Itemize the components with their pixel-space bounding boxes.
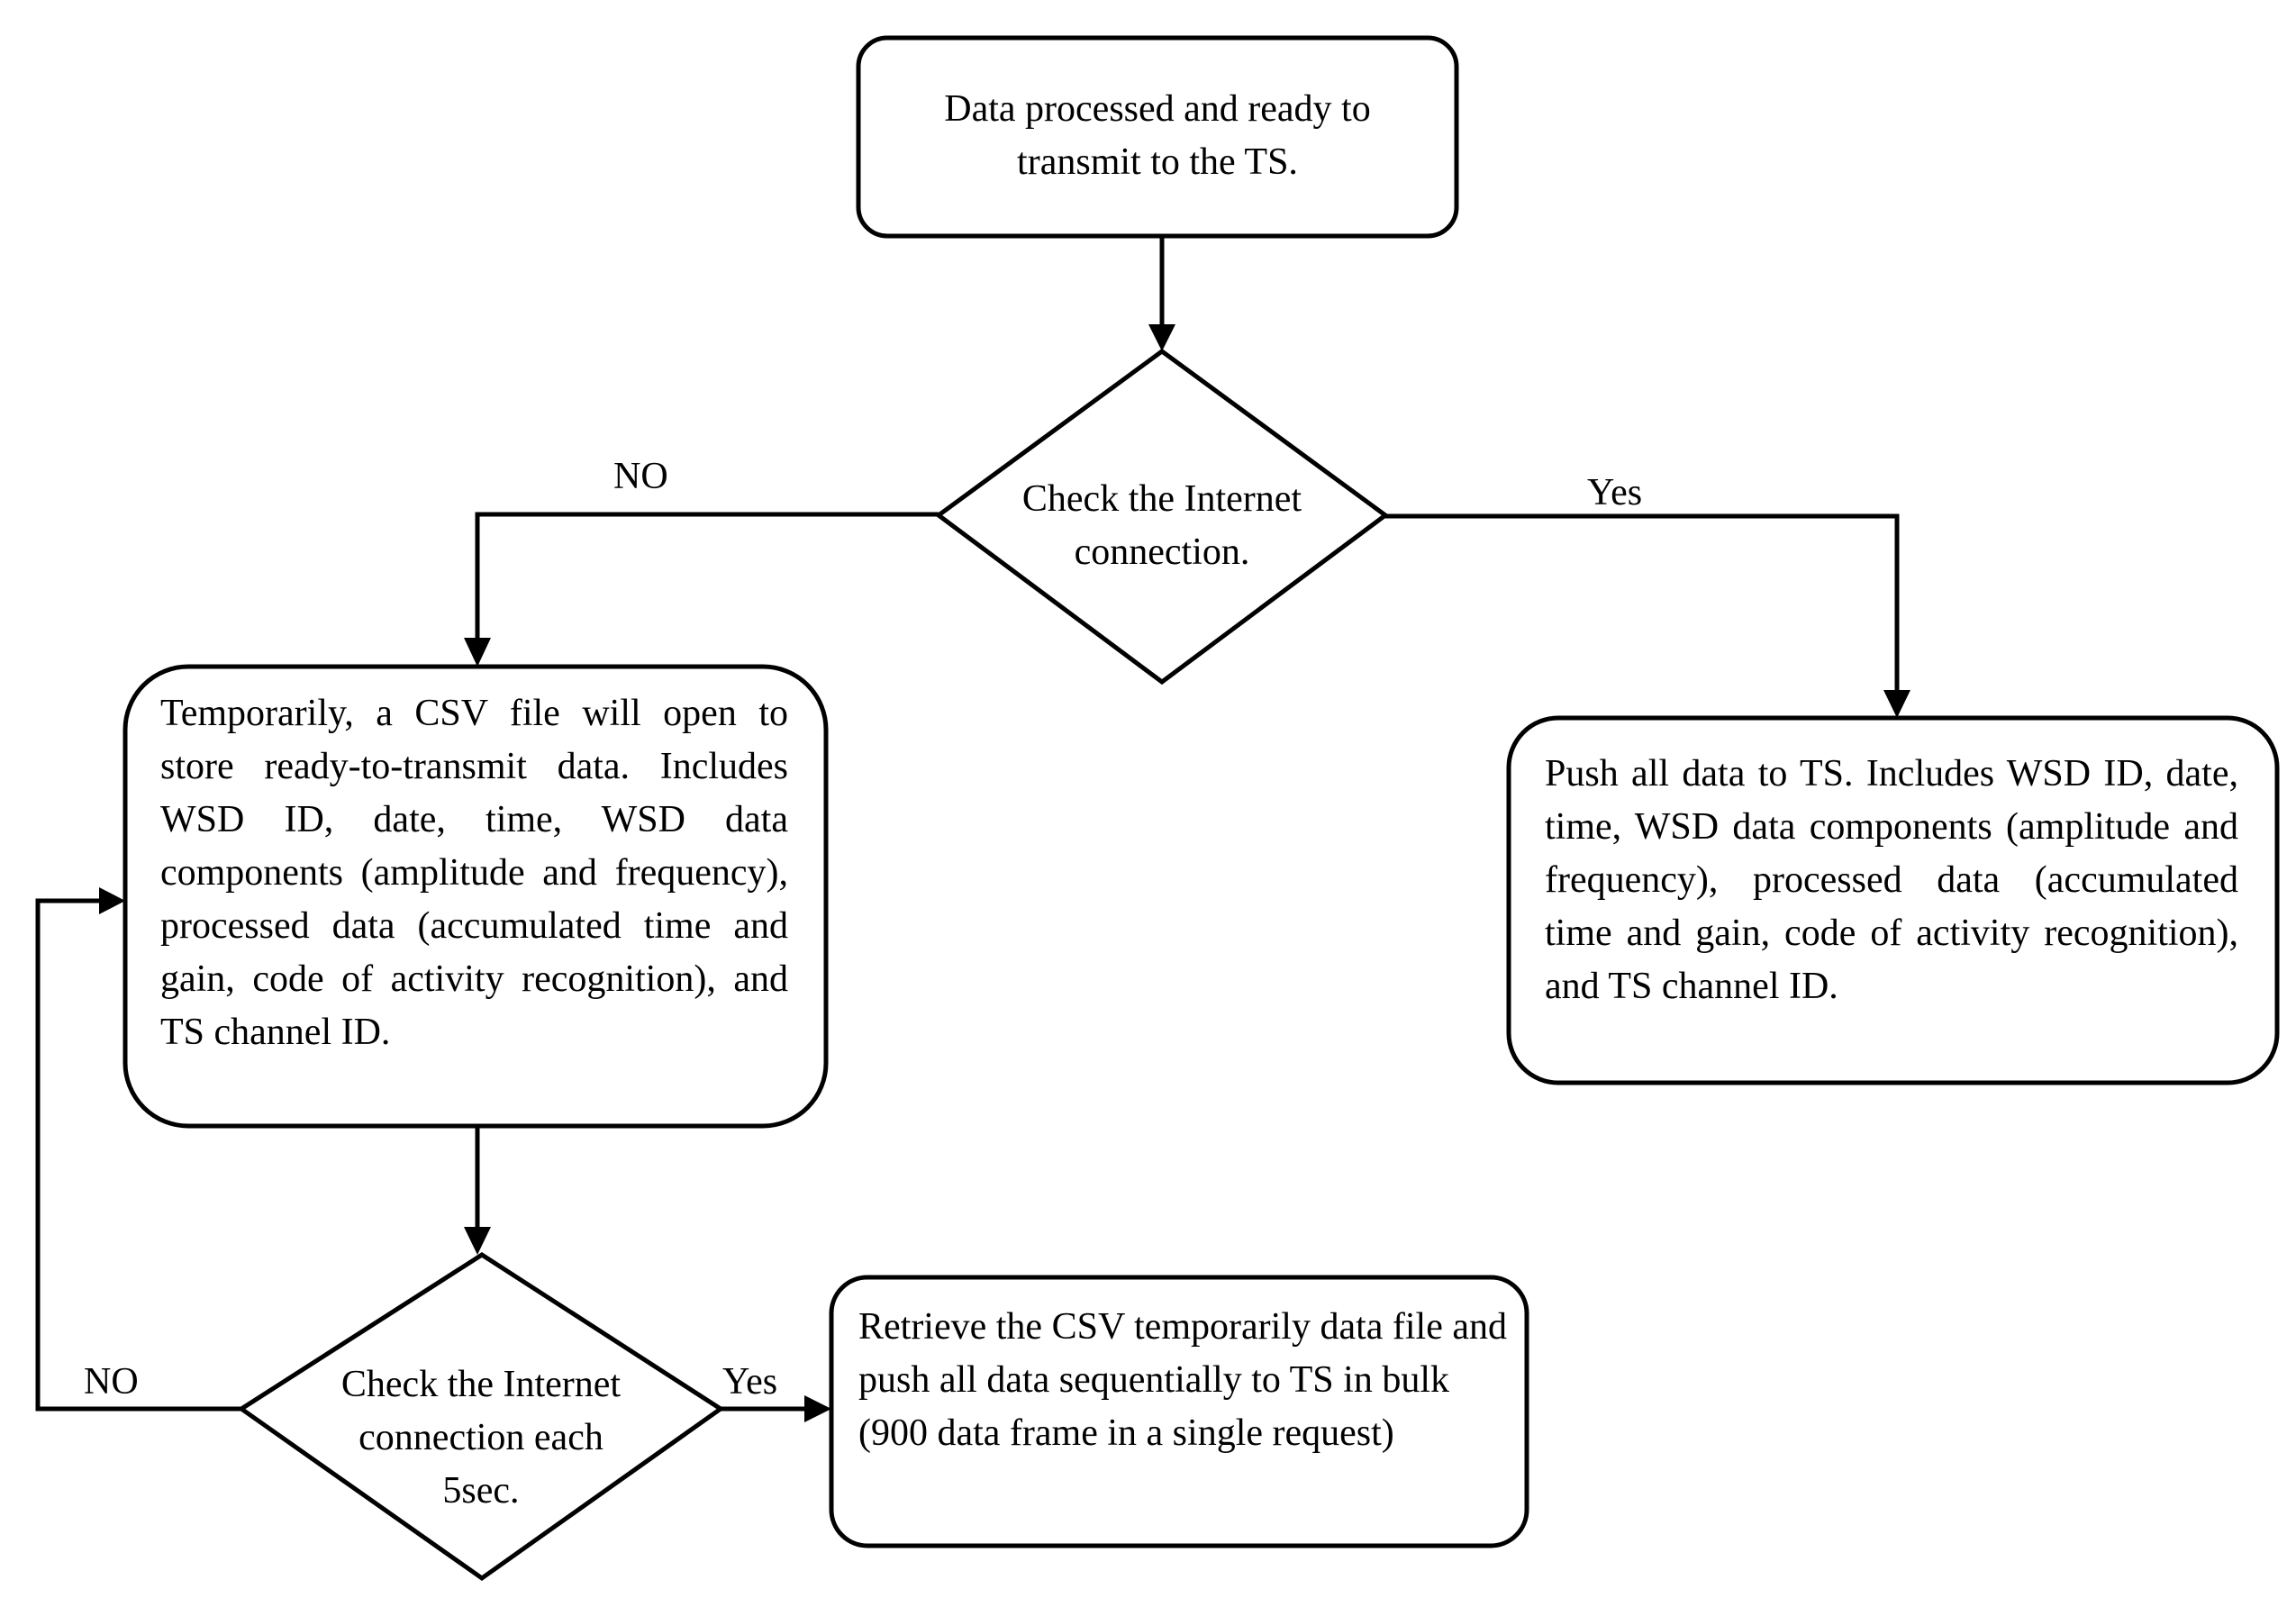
arrow-head-yes-to-retrieve <box>804 1395 831 1422</box>
arrow-head-no-loop-back <box>99 887 125 914</box>
arrow-head-yes-to-push <box>1883 690 1910 718</box>
start-node-line-1: Data processed and ready to <box>944 88 1371 130</box>
arrow-yes-to-push <box>1385 513 1900 694</box>
start-node-text: Data processed and ready to transmit to … <box>858 83 1457 189</box>
arrow-head-start-to-check <box>1148 324 1175 351</box>
arrow-no-loop-back <box>35 898 241 1412</box>
check-periodic-line-2: connection each <box>358 1417 603 1458</box>
push-all-text: Push all data to TS. Includes WSD ID, da… <box>1545 748 2238 1013</box>
check-internet-line-1: Check the Internet <box>1021 478 1302 520</box>
csv-store-paragraph: Temporarily, a CSV file will open to sto… <box>160 693 788 1053</box>
start-node-line-2: transmit to the TS. <box>1017 141 1298 183</box>
push-all-box <box>1506 715 2280 1085</box>
arrow-head-no-to-csv <box>464 638 491 667</box>
retrieve-csv-paragraph: Retrieve the CSV temporarily data file a… <box>858 1306 1508 1454</box>
check-internet-diamond <box>934 348 1390 686</box>
start-box <box>856 35 1459 239</box>
check-periodic-line-1: Check the Internet <box>340 1364 622 1405</box>
check-periodic-text: Check the Internet connection each 5sec. <box>290 1358 672 1518</box>
retrieve-csv-box <box>829 1275 1529 1548</box>
csv-store-text: Temporarily, a CSV file will open to sto… <box>160 687 788 1059</box>
check-internet-line-2: connection. <box>1074 531 1250 573</box>
check-periodic-line-3: 5sec. <box>442 1470 520 1512</box>
edge-label-yes-bottom: Yes <box>722 1361 778 1403</box>
check-internet-text: Check the Internet connection. <box>939 473 1385 579</box>
edge-label-no-bottom: NO <box>84 1361 139 1403</box>
edge-label-no-top: NO <box>613 456 668 497</box>
retrieve-csv-text: Retrieve the CSV temporarily data file a… <box>858 1301 1507 1460</box>
arrow-head-csv-to-check-periodic <box>464 1227 491 1255</box>
arrow-no-to-csv <box>475 512 939 641</box>
push-all-paragraph: Push all data to TS. Includes WSD ID, da… <box>1545 753 2238 1007</box>
edge-label-yes-top: Yes <box>1587 472 1643 513</box>
check-periodic-diamond <box>237 1252 725 1582</box>
